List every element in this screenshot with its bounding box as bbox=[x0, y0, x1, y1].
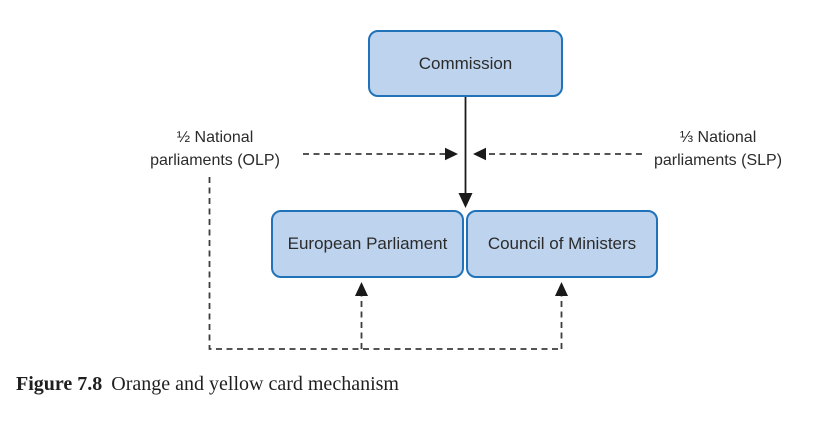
figure-caption-number: Figure 7.8 bbox=[16, 373, 103, 395]
figure-caption-title: Orange and yellow card mechanism bbox=[111, 373, 399, 395]
annotation-slp: ⅓ National parliaments (SLP) bbox=[618, 126, 818, 172]
node-commission: Commission bbox=[368, 30, 563, 97]
solid-down-arrow bbox=[458, 97, 473, 208]
olp-dashed-arrow bbox=[303, 147, 458, 161]
annotation-slp-line2: parliaments (SLP) bbox=[653, 152, 783, 169]
annotation-olp-line1: ½ National bbox=[176, 129, 254, 146]
node-european-parliament: European Parliament bbox=[271, 210, 464, 278]
node-commission-label: Commission bbox=[418, 53, 513, 73]
figure-caption: Figure 7.8 Orange and yellow card mechani… bbox=[16, 373, 399, 396]
node-council-of-ministers: Council of Ministers bbox=[466, 210, 658, 278]
annotation-olp-line2: parliaments (OLP) bbox=[150, 152, 280, 169]
slp-dashed-arrow bbox=[473, 147, 642, 161]
node-european-parliament-label: European Parliament bbox=[287, 234, 448, 253]
annotation-olp: ½ National parliaments (OLP) bbox=[115, 126, 315, 172]
annotation-slp-line1: ⅓ National bbox=[679, 129, 757, 146]
card-feedback-path bbox=[208, 177, 568, 350]
node-council-of-ministers-label: Council of Ministers bbox=[487, 234, 637, 253]
